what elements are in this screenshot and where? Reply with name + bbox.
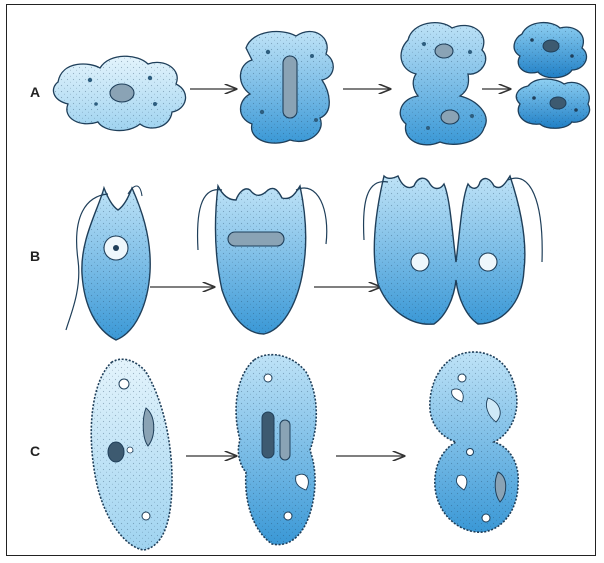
amoeba-daughter-1 (514, 23, 586, 78)
amoeba-stage-3 (400, 23, 486, 145)
paramecium-stage-1 (91, 359, 172, 550)
paramecium-stage-2 (236, 355, 316, 545)
amoeba-stage-1 (53, 56, 185, 130)
flagellate-stage-3 (364, 176, 543, 324)
flagellate-stage-2 (198, 186, 327, 334)
paramecium-stage-3 (430, 352, 518, 532)
amoeba-daughter-2 (516, 79, 589, 128)
amoeba-stage-2 (240, 31, 333, 143)
flagellate-stage-1 (66, 186, 150, 340)
